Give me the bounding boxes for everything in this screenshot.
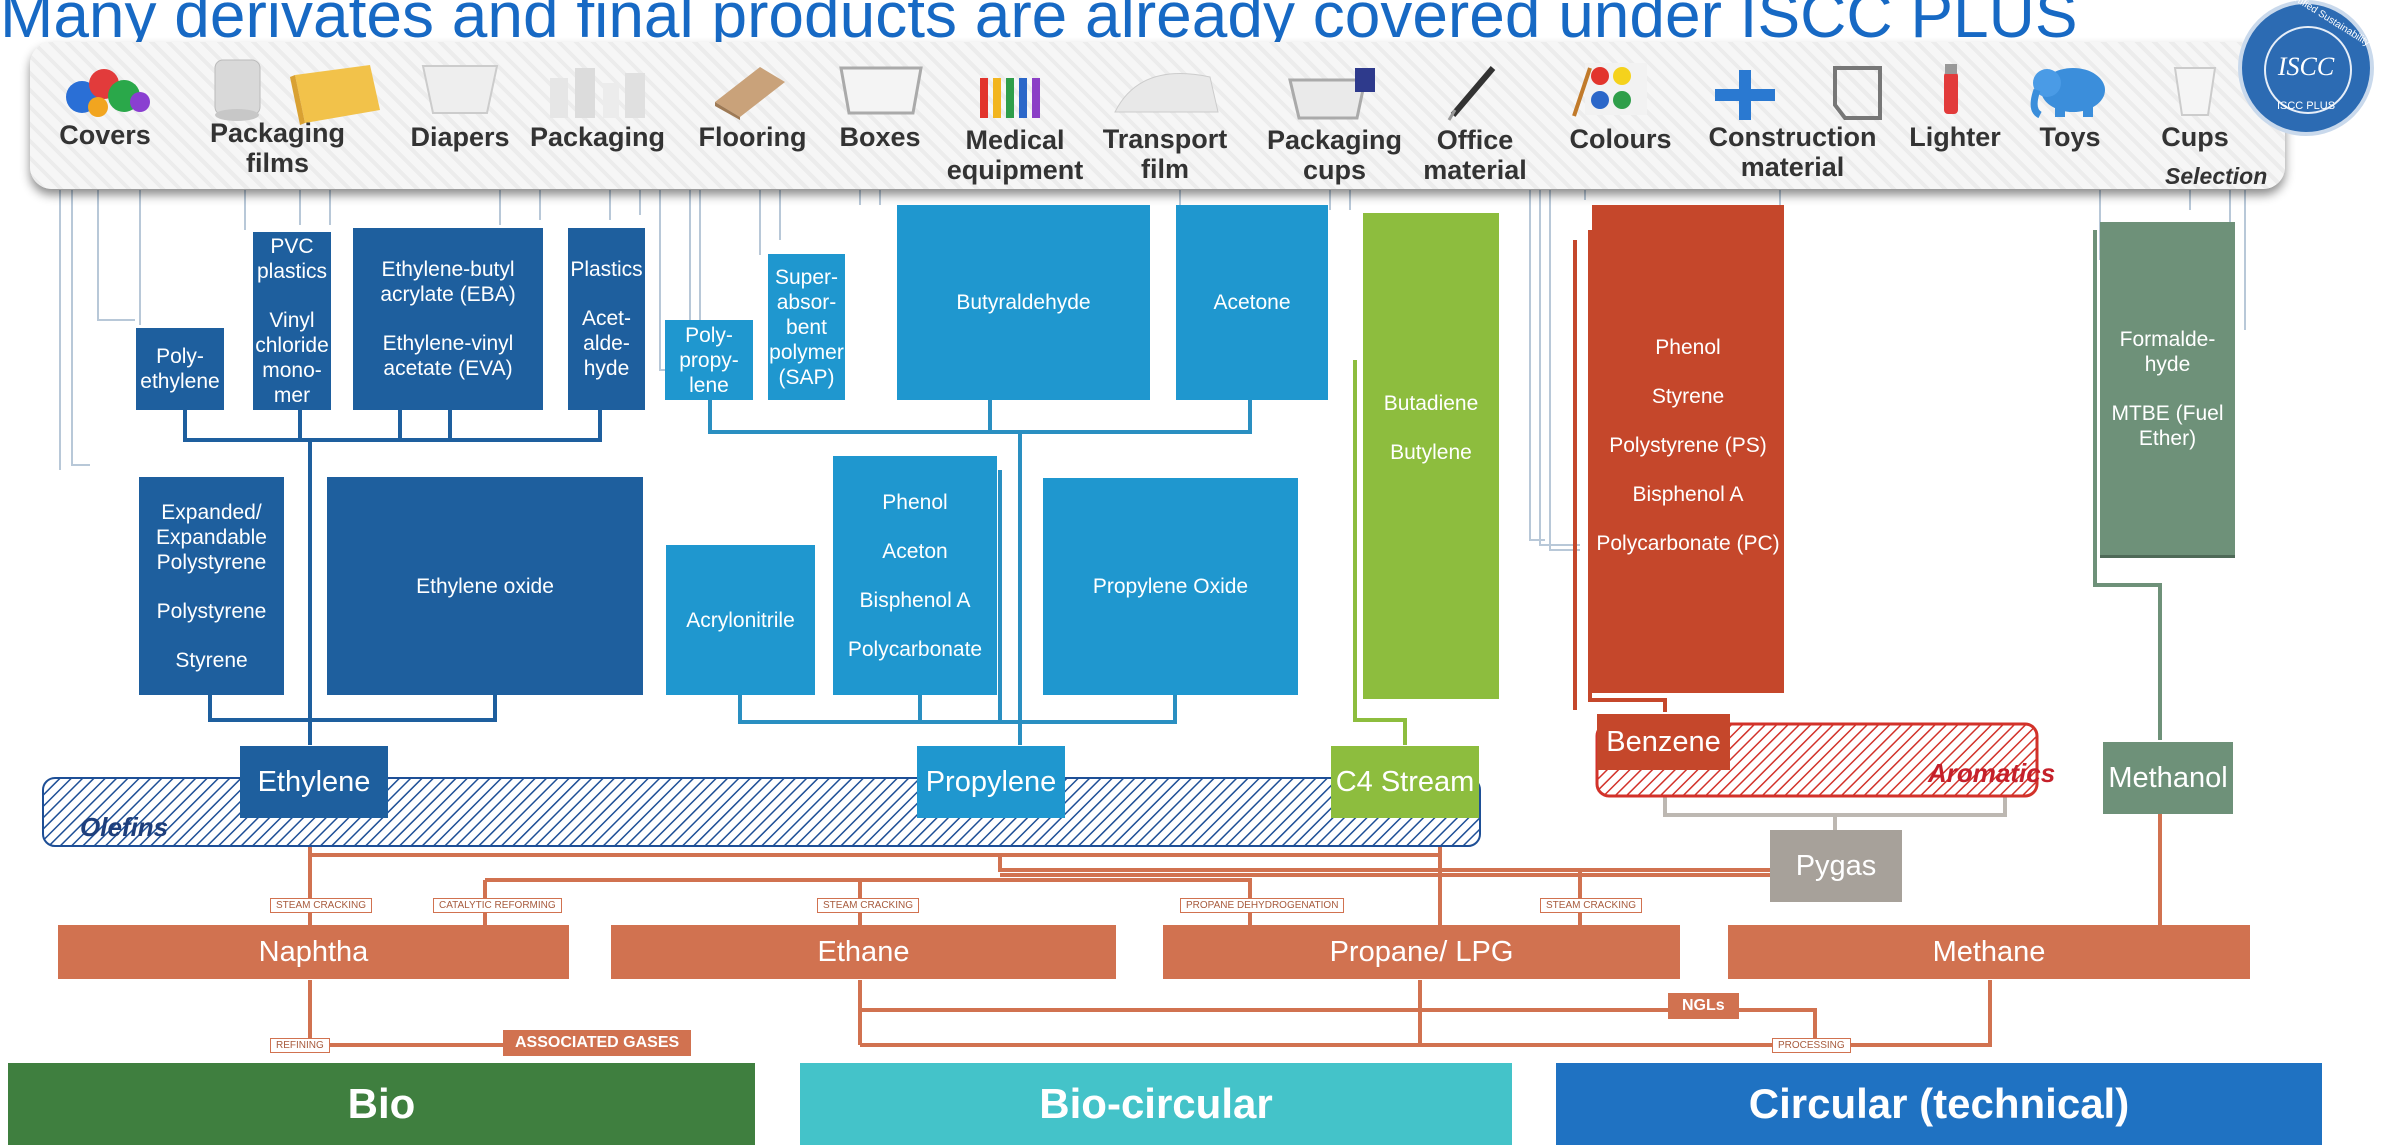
iscc-seal-bottom-text: ISCC PLUS	[2276, 100, 2336, 112]
tray-icon	[1288, 68, 1375, 120]
cup-icon	[2173, 67, 2217, 116]
iscc-seal: Certified Sustainability ISCC ISCC PLUS	[2238, 0, 2374, 136]
box-icon	[839, 66, 923, 115]
stream-propylene: Propylene	[917, 746, 1065, 818]
box-sap: Super- absor- bent polymer (SAP)	[768, 254, 845, 400]
selection-label: Selection	[2165, 163, 2268, 189]
category-bio-circular: Bio-circular	[800, 1063, 1512, 1145]
toy-elephant-icon	[2030, 68, 2105, 119]
floor-roll-icon	[715, 67, 785, 120]
syringes-icon	[980, 78, 1040, 118]
category-bio: Bio	[8, 1063, 755, 1145]
process-ngls: NGLs	[1668, 993, 1739, 1019]
category-circular-technical: Circular (technical)	[1556, 1063, 2322, 1145]
feedstock-naphtha: Naphtha	[58, 925, 569, 979]
product-packaging: Packaging	[529, 122, 666, 152]
product-covers: Covers	[59, 120, 151, 150]
box-ethylene-oxide: Ethylene oxide	[327, 477, 643, 695]
iscc-seal-center-text: ISCC	[2277, 52, 2335, 81]
lighter-icon	[1944, 64, 1958, 114]
product-diapers: Diapers	[410, 122, 510, 152]
box-polyethylene: Poly- ethylene	[136, 328, 224, 410]
process-processing: PROCESSING	[1772, 1038, 1851, 1053]
product-transport-film: Transport film	[1102, 124, 1228, 184]
diaper-icon	[421, 65, 499, 114]
product-toys: Toys	[2039, 122, 2101, 152]
process-steam-cracking-ethane: STEAM CRACKING	[817, 898, 920, 913]
process-steam-cracking-propane: STEAM CRACKING	[1540, 898, 1643, 913]
product-packaging-cups: Packaging cups	[1266, 125, 1403, 185]
product-packaging-films: Packaging films	[209, 118, 346, 178]
olefins-label: Olefins	[80, 812, 169, 842]
bottles-icon	[550, 68, 645, 118]
process-associated-gases: ASSOCIATED GASES	[503, 1030, 692, 1056]
aromatics-label: Aromatics	[1928, 758, 2056, 788]
feedstock-propane-lpg: Propane/ LPG	[1163, 925, 1680, 979]
product-colours: Colours	[1569, 124, 1672, 154]
box-propylene-oxide: Propylene Oxide	[1043, 478, 1298, 695]
product-cups: Cups	[2161, 122, 2229, 152]
process-catalytic-reforming: CATALYTIC REFORMING	[433, 898, 562, 913]
product-office-material: Office material	[1423, 125, 1527, 185]
process-refining: REFINING	[270, 1038, 330, 1053]
product-banner	[30, 42, 2285, 189]
box-polypropylene: Poly- propy- lene	[665, 320, 753, 400]
film-roll-icon	[214, 59, 380, 125]
process-steam-cracking-naphtha: STEAM CRACKING	[270, 898, 373, 913]
bubble-wrap-icon	[1114, 73, 1219, 113]
stream-methanol: Methanol	[2103, 742, 2233, 814]
pen-icon	[1447, 66, 1496, 121]
paint-icon	[1572, 63, 1647, 117]
product-boxes: Boxes	[839, 122, 921, 152]
product-medical-equipment: Medical equipment	[946, 125, 1084, 185]
feedstock-ethane: Ethane	[611, 925, 1116, 979]
box-acrylonitrile: Acrylonitrile	[666, 545, 815, 695]
product-lighter: Lighter	[1909, 122, 2001, 152]
product-construction-material: Construction material	[1708, 122, 1877, 182]
box-butyraldehyde: Butyraldehyde	[897, 205, 1150, 400]
box-acetone: Acetone	[1176, 205, 1328, 400]
iscc-seal-inner	[2264, 26, 2352, 114]
feedstock-methane: Methane	[1728, 925, 2250, 979]
caps-icon	[66, 69, 150, 117]
stream-ethylene: Ethylene	[240, 746, 388, 818]
pipe-fittings-icon	[1715, 66, 1882, 120]
stream-benzene: Benzene	[1597, 714, 1730, 770]
box-eba-eva: Ethylene-butyl acrylate (EBA)Ethylene-vi…	[353, 228, 543, 410]
stream-pygas: Pygas	[1770, 830, 1902, 902]
stream-c4: C4 Stream	[1331, 746, 1479, 818]
product-flooring: Flooring	[698, 122, 807, 152]
process-propane-dehydrogenation: PROPANE DEHYDROGENATION	[1180, 898, 1345, 913]
